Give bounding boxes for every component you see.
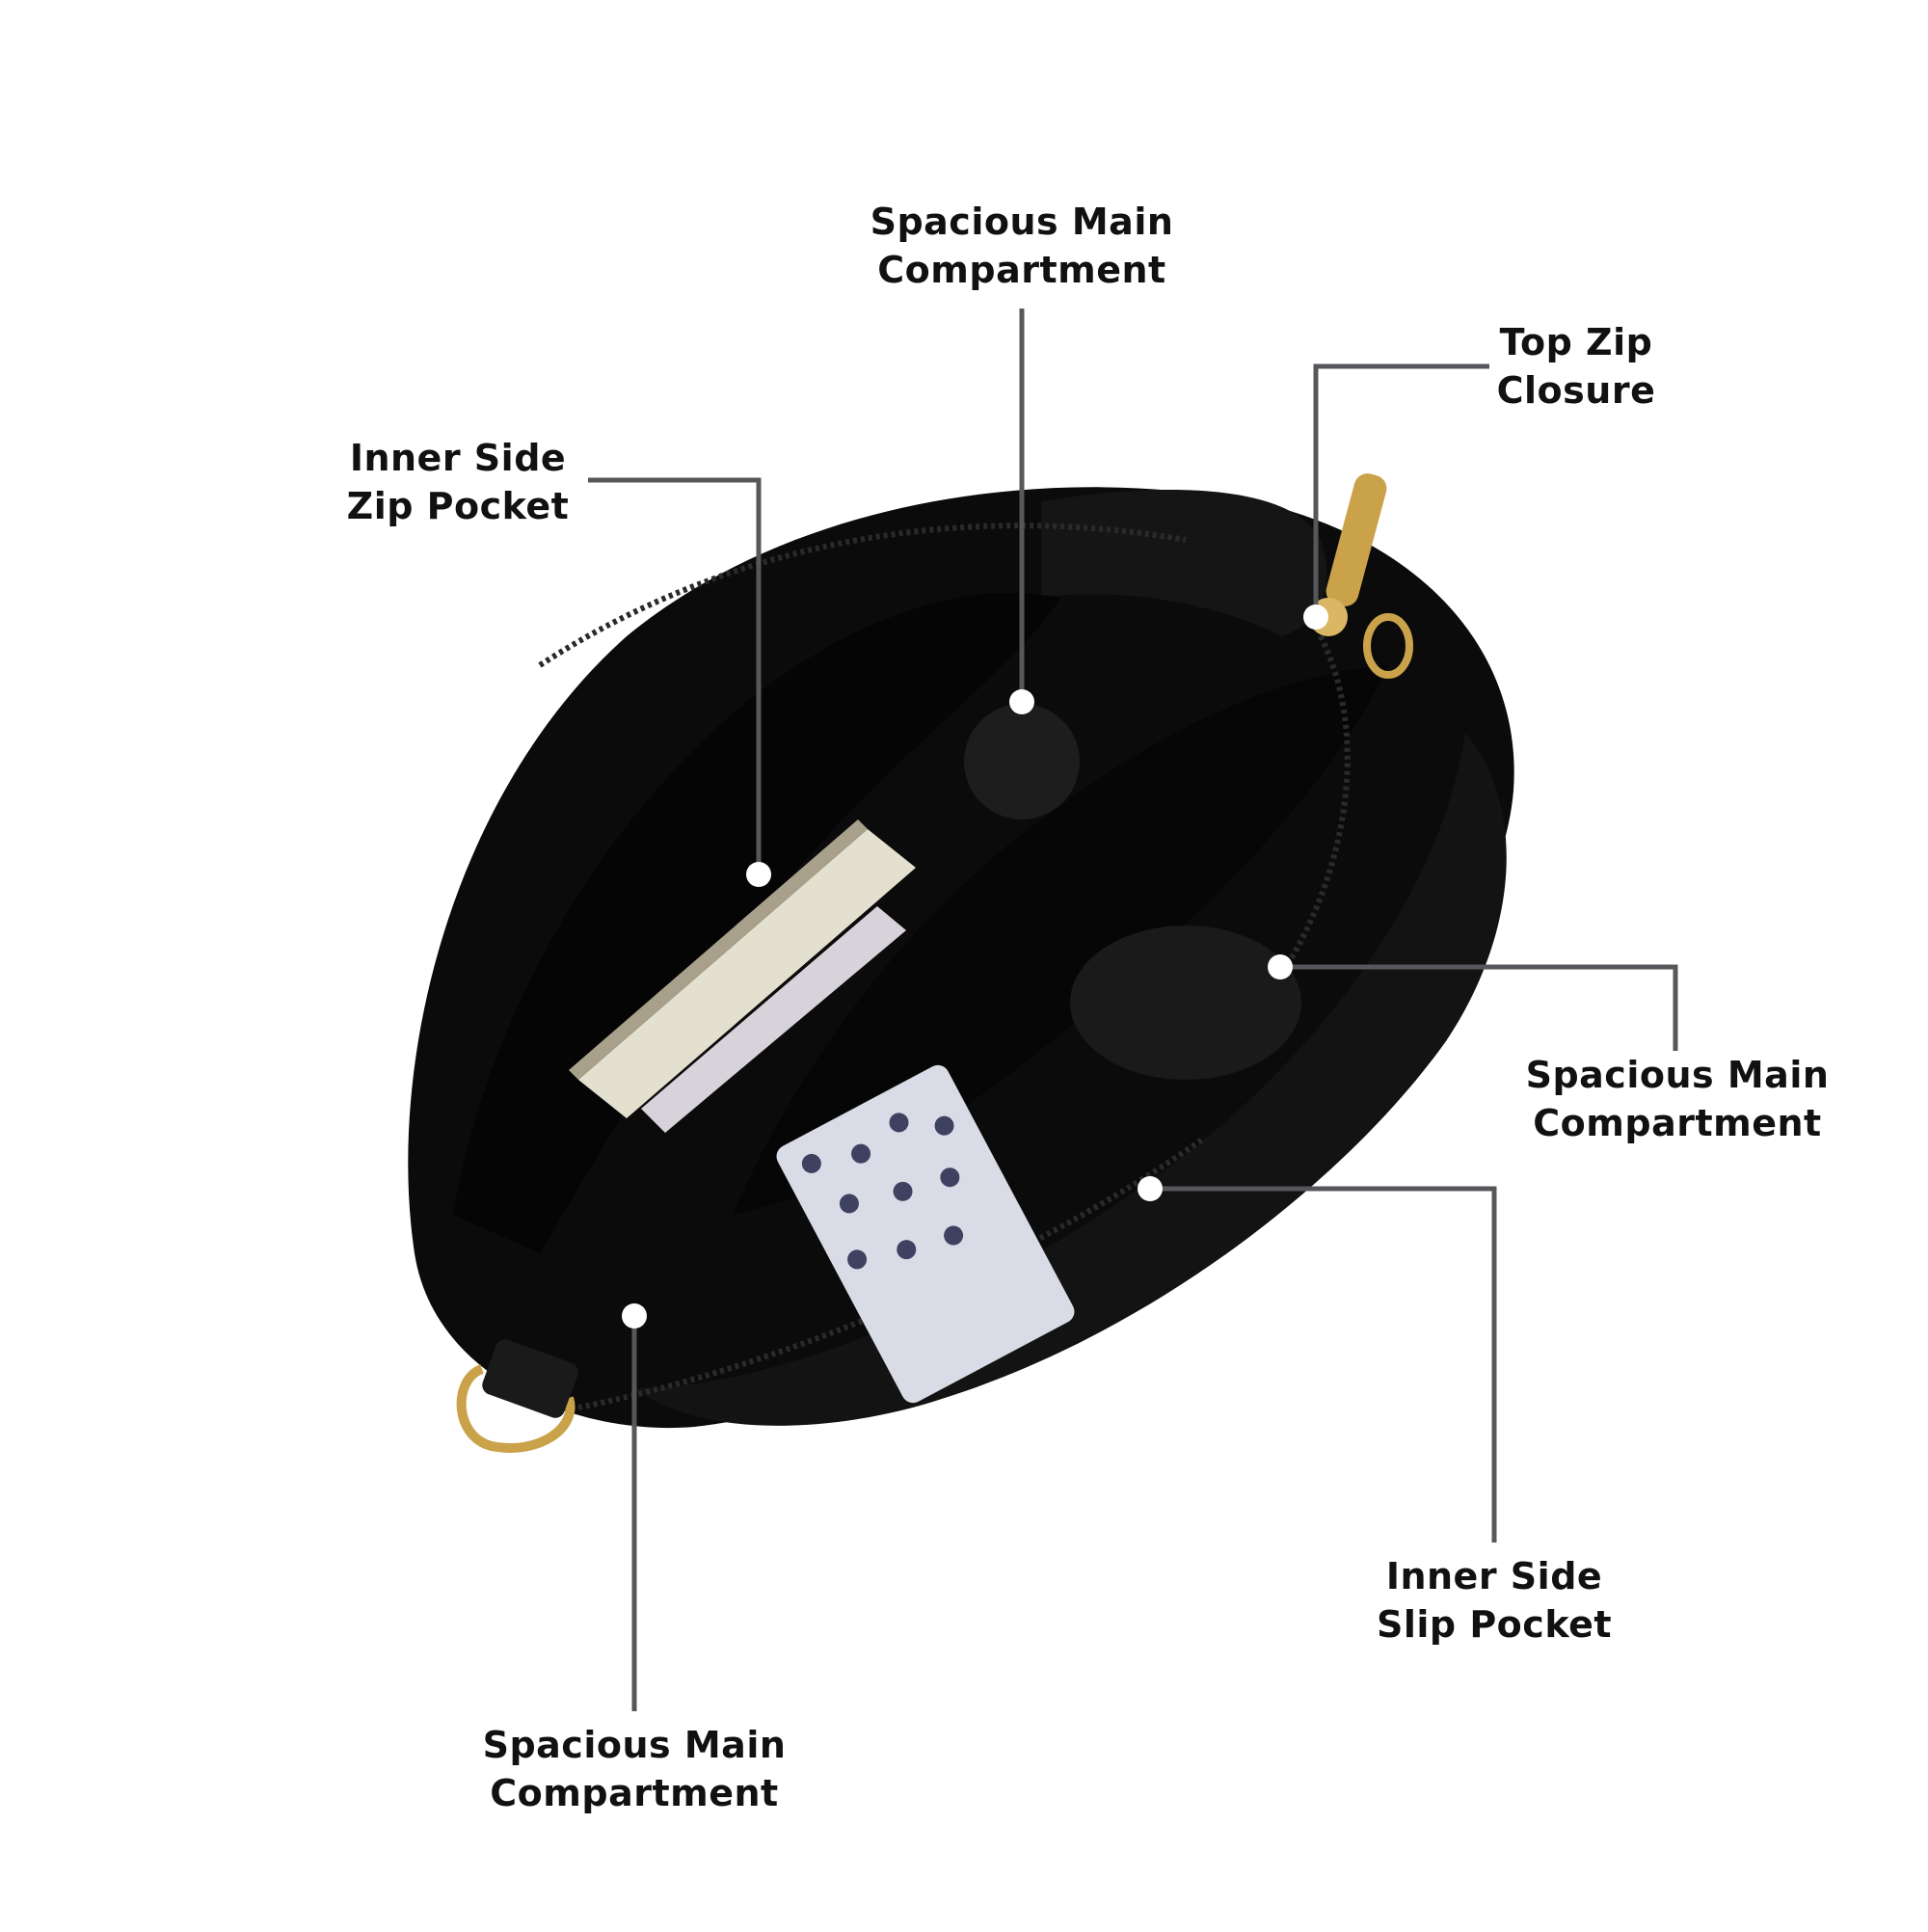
- callout-dot-inner-zip: [746, 862, 771, 887]
- gold-d-ring-icon: [456, 1339, 578, 1453]
- leader-line-inner-zip: [588, 477, 762, 872]
- phone: [641, 906, 906, 1133]
- bag-front-flap: [636, 733, 1507, 1426]
- callout-line2: Compartment: [877, 249, 1166, 291]
- leader-line-right-main: [1280, 964, 1678, 1051]
- notebook: [569, 819, 916, 1118]
- callout-line2: Slip Pocket: [1376, 1603, 1613, 1646]
- callout-dot-top-center: [1009, 689, 1034, 714]
- callout-dots: [622, 604, 1328, 1328]
- callout-label-top-center: Spacious Main Compartment: [848, 198, 1195, 294]
- leader-line-inner-slip: [1150, 1186, 1497, 1543]
- callout-dot-right-main: [1268, 954, 1293, 979]
- leader-line-top-zip: [1313, 363, 1489, 617]
- compact-case: [964, 704, 1080, 819]
- callout-line2: Closure: [1496, 369, 1656, 412]
- inner-lining-center: [733, 665, 1388, 1215]
- callout-line1: Spacious Main: [1525, 1054, 1830, 1096]
- callout-line2: Compartment: [490, 1772, 779, 1814]
- leader-lines: [588, 309, 1678, 1711]
- callout-label-right-main: Spacious Main Compartment: [1504, 1051, 1851, 1147]
- bag-upper-flap: [1041, 490, 1327, 636]
- callout-dot-top-zip: [1303, 604, 1328, 630]
- callout-label-top-zip: Top Zip Closure: [1470, 318, 1682, 415]
- callout-line1: Inner Side: [1385, 1555, 1603, 1597]
- callout-dot-inner-slip: [1138, 1176, 1163, 1201]
- callout-label-inner-slip: Inner Side Slip Pocket: [1359, 1552, 1629, 1649]
- callout-label-bottom-main: Spacious Main Compartment: [461, 1721, 808, 1817]
- callout-line2: Zip Pocket: [346, 485, 570, 527]
- callout-line1: Inner Side: [349, 437, 567, 479]
- round-case: [1070, 926, 1301, 1080]
- callout-dot-bottom-main: [622, 1303, 647, 1328]
- star-card: [776, 1064, 1075, 1404]
- zipper-track: [538, 523, 1351, 1410]
- callout-line2: Compartment: [1533, 1102, 1822, 1144]
- callout-line1: Spacious Main: [482, 1724, 787, 1766]
- callout-label-inner-zip: Inner Side Zip Pocket: [328, 434, 588, 530]
- callout-line1: Spacious Main: [870, 201, 1174, 243]
- callout-line1: Top Zip: [1499, 321, 1653, 363]
